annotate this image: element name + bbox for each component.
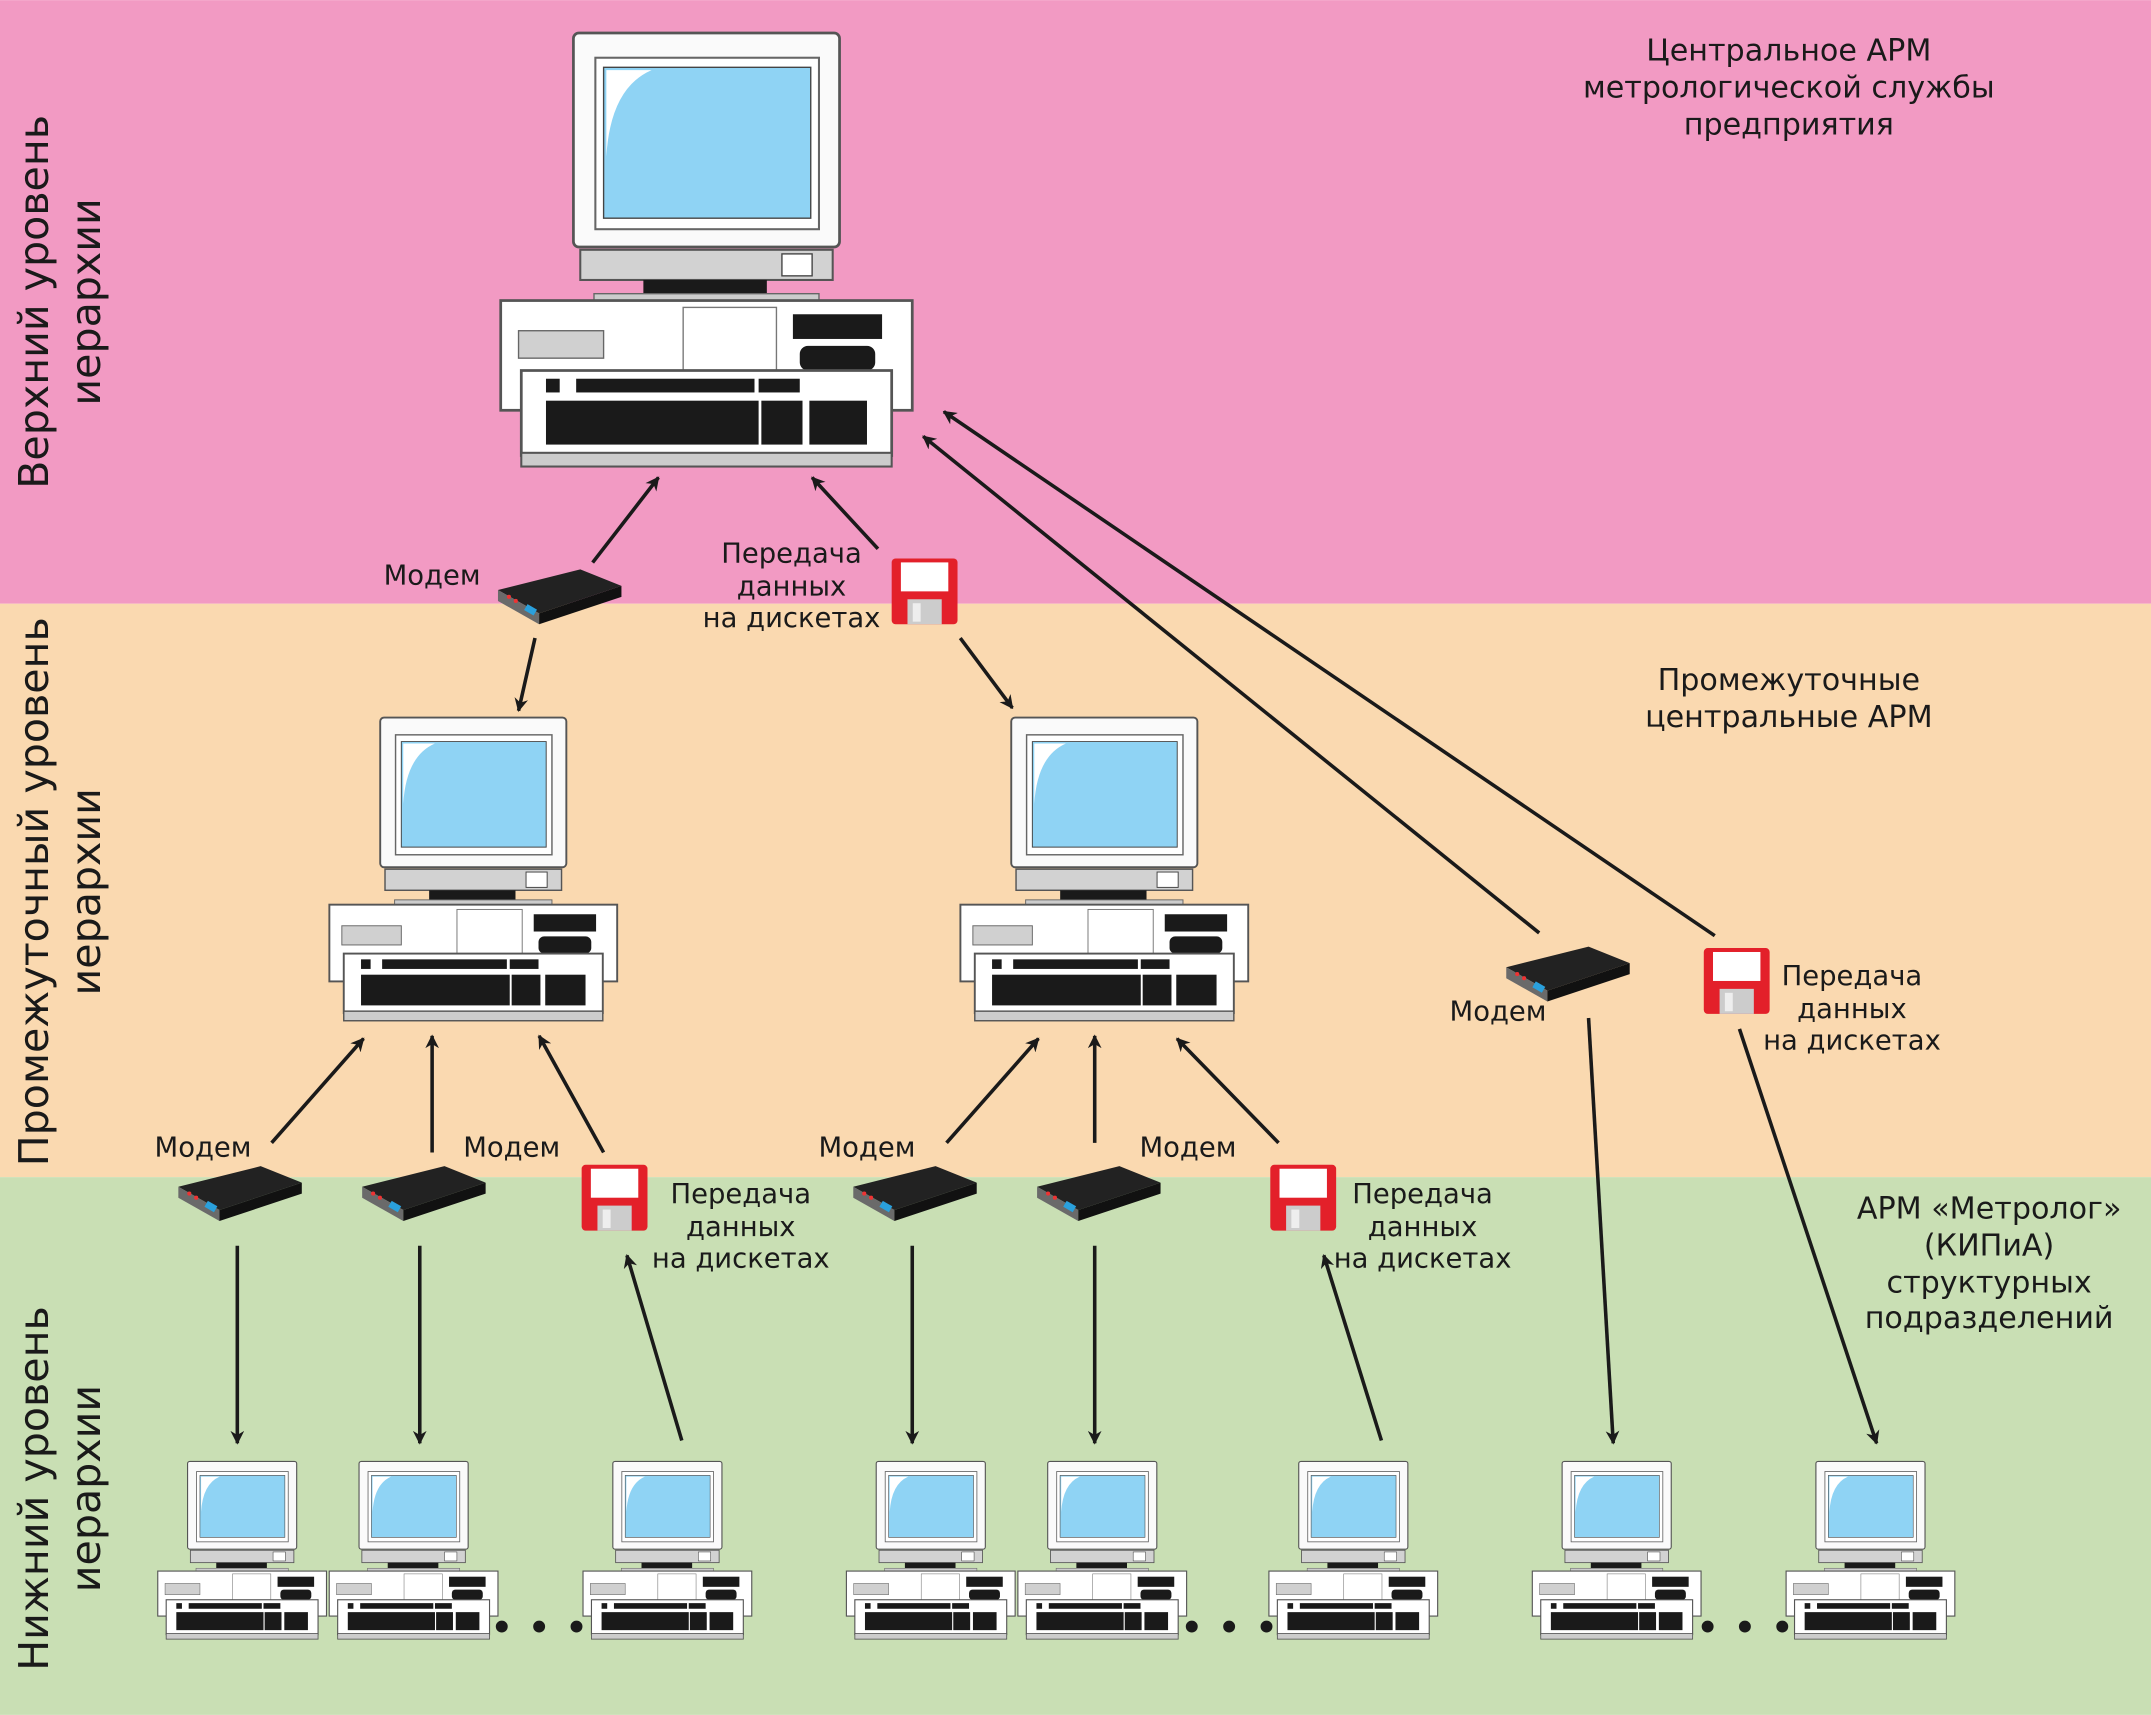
caption-line: Промежуточные bbox=[1658, 663, 1921, 698]
arrow-icon bbox=[537, 1034, 606, 1154]
top-level-label: Верхний уровень иерархии bbox=[10, 115, 110, 489]
intermediate-caption: Промежуточные центральные АРМ bbox=[1645, 663, 1933, 735]
caption-line: АРМ «Метролог» bbox=[1857, 1191, 2122, 1226]
arrow-icon bbox=[942, 410, 1716, 938]
modem-label: Модем bbox=[819, 1133, 916, 1164]
arrow-icon bbox=[1320, 1254, 1384, 1442]
floppy-disk-icon bbox=[891, 558, 958, 625]
caption-line: (КИПиА) bbox=[1924, 1228, 2054, 1263]
floppy-label: Передача данных на дискетах bbox=[1763, 961, 1941, 1056]
caption-line: структурных bbox=[1886, 1265, 2091, 1300]
modem-label: Модем bbox=[384, 561, 481, 592]
arrow-icon bbox=[591, 476, 660, 564]
caption-line: Центральное АРМ bbox=[1646, 33, 1931, 68]
floppy-label-line: на дискетах bbox=[1334, 1244, 1512, 1275]
floppy-label-line: на дискетах bbox=[703, 603, 881, 634]
level-label-line: Верхний уровень bbox=[10, 115, 58, 489]
floppy-label-line: Передача bbox=[671, 1179, 812, 1210]
floppy-label-line: данных bbox=[1797, 994, 1907, 1025]
ellipsis: • • • bbox=[1180, 1604, 1279, 1652]
caption-line: центральные АРМ bbox=[1645, 700, 1933, 735]
level-label-line: иерархии bbox=[62, 198, 110, 405]
modem-label: Модем bbox=[1140, 1133, 1237, 1164]
floppy-label-line: данных bbox=[1368, 1212, 1478, 1243]
modem-label: Модем bbox=[463, 1133, 560, 1164]
bottom-level-label: Нижний уровень иерархии bbox=[10, 1306, 110, 1671]
floppy-label-line: на дискетах bbox=[1763, 1026, 1941, 1057]
ellipsis: • • • bbox=[1695, 1604, 1794, 1652]
caption-line: предприятия bbox=[1684, 108, 1894, 143]
arrow-icon bbox=[958, 636, 1014, 710]
level-label-line: Нижний уровень bbox=[10, 1306, 58, 1671]
arrow-icon bbox=[922, 434, 1541, 935]
floppy-label-line: данных bbox=[686, 1212, 796, 1243]
caption-line: подразделений bbox=[1865, 1301, 2114, 1336]
floppy-disk-icon bbox=[581, 1164, 648, 1231]
arrow-icon bbox=[1586, 1017, 1620, 1445]
arrow-icon bbox=[1737, 1028, 1880, 1445]
arrow-icon bbox=[514, 637, 537, 713]
ellipsis: • • • bbox=[490, 1604, 589, 1652]
floppy-label: Передача данных на дискетах bbox=[652, 1179, 830, 1274]
level-label-line: иерархии bbox=[62, 788, 110, 995]
metrolog-caption: АРМ «Метролог» (КИПиА) структурных подра… bbox=[1857, 1191, 2122, 1336]
floppy-label-line: Передача bbox=[721, 539, 862, 570]
caption-line: метрологической службы bbox=[1583, 71, 1995, 106]
floppy-disk-icon bbox=[1703, 948, 1770, 1014]
floppy-label-line: Передача bbox=[1782, 961, 1923, 992]
arrow-icon bbox=[810, 476, 880, 551]
level-label-line: Промежуточный уровень bbox=[10, 617, 58, 1166]
floppy-disk-icon bbox=[1270, 1164, 1337, 1231]
middle-level-label: Промежуточный уровень иерархии bbox=[10, 617, 110, 1166]
arrow-icon bbox=[1175, 1037, 1280, 1145]
central-caption: Центральное АРМ метрологической службы п… bbox=[1583, 33, 1995, 142]
arrow-icon bbox=[945, 1037, 1040, 1145]
floppy-label: Передача данных на дискетах bbox=[703, 539, 881, 634]
floppy-label-line: на дискетах bbox=[652, 1244, 830, 1275]
floppy-label-line: данных bbox=[737, 571, 847, 602]
modem-label: Модем bbox=[1450, 997, 1547, 1028]
arrows bbox=[230, 410, 1880, 1445]
level-label-line: иерархии bbox=[62, 1385, 110, 1592]
floppy-label-line: Передача bbox=[1352, 1179, 1493, 1210]
floppy-label: Передача данных на дискетах bbox=[1334, 1179, 1512, 1274]
modem-label: Модем bbox=[155, 1133, 252, 1164]
arrow-icon bbox=[270, 1037, 365, 1145]
arrow-icon bbox=[623, 1254, 684, 1442]
